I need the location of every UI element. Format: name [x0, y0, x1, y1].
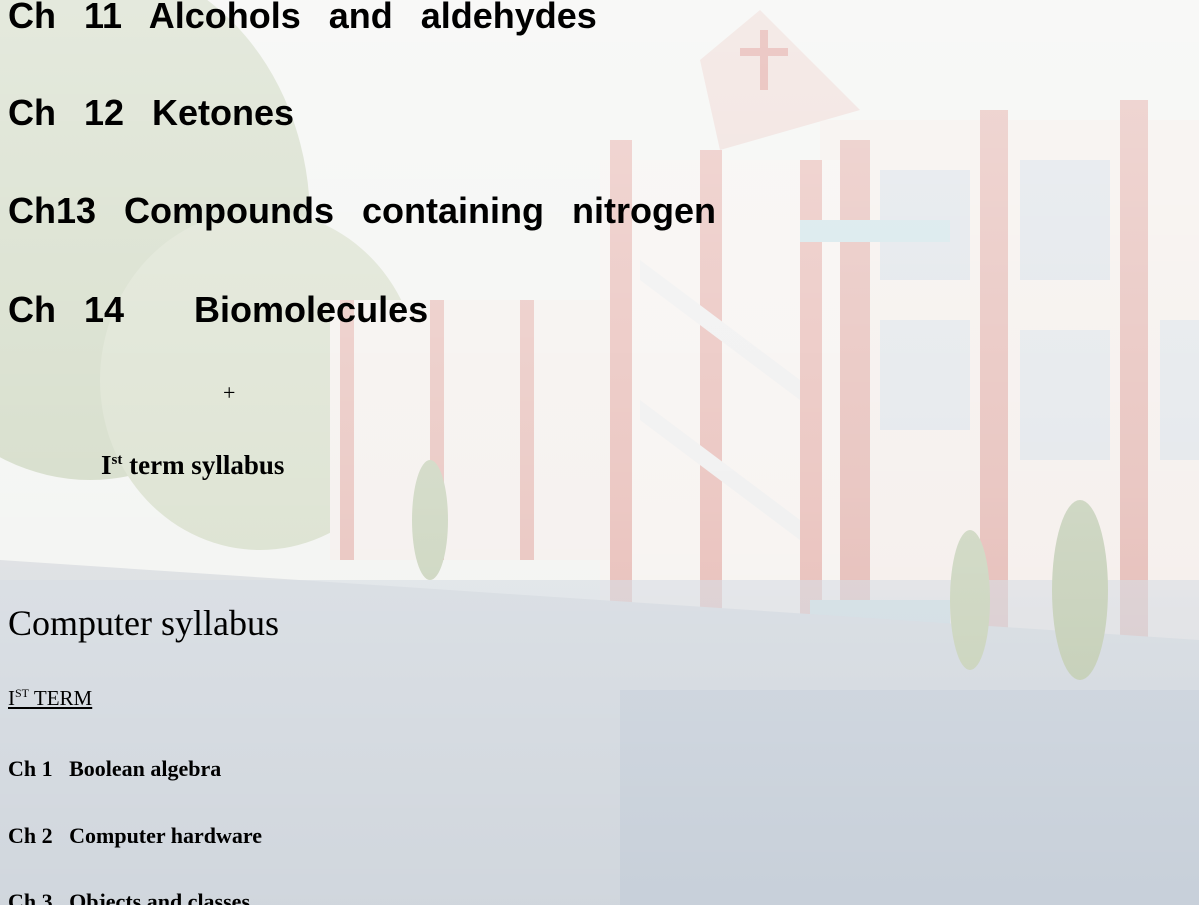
term-label-rest: TERM — [29, 686, 93, 710]
chemistry-chapter-13: Ch13 Compounds containing nitrogen — [8, 190, 716, 231]
plus-sign: + — [223, 380, 236, 405]
first-term-label: IST TERM — [8, 686, 92, 711]
chemistry-chapter-14: Ch 14 Biomolecules — [8, 289, 429, 330]
term-roman: I — [101, 450, 112, 480]
chemistry-chapter-11: Ch 11 Alcohols and aldehydes — [8, 0, 597, 36]
first-term-syllabus-line: Ist term syllabus — [101, 450, 284, 481]
computer-syllabus-heading: Computer syllabus — [8, 603, 279, 643]
computer-chapter-2: Ch 2 Computer hardware — [8, 823, 263, 848]
computer-chapter-1: Ch 1 Boolean algebra — [8, 756, 222, 781]
computer-chapter-3: Ch 3 Objects and classes — [8, 889, 251, 905]
term-label-superscript: ST — [15, 686, 30, 700]
term-label-roman: I — [8, 686, 15, 710]
term-rest: term syllabus — [122, 450, 285, 480]
chemistry-chapter-12: Ch 12 Ketones — [8, 92, 295, 133]
term-superscript: st — [111, 452, 123, 468]
